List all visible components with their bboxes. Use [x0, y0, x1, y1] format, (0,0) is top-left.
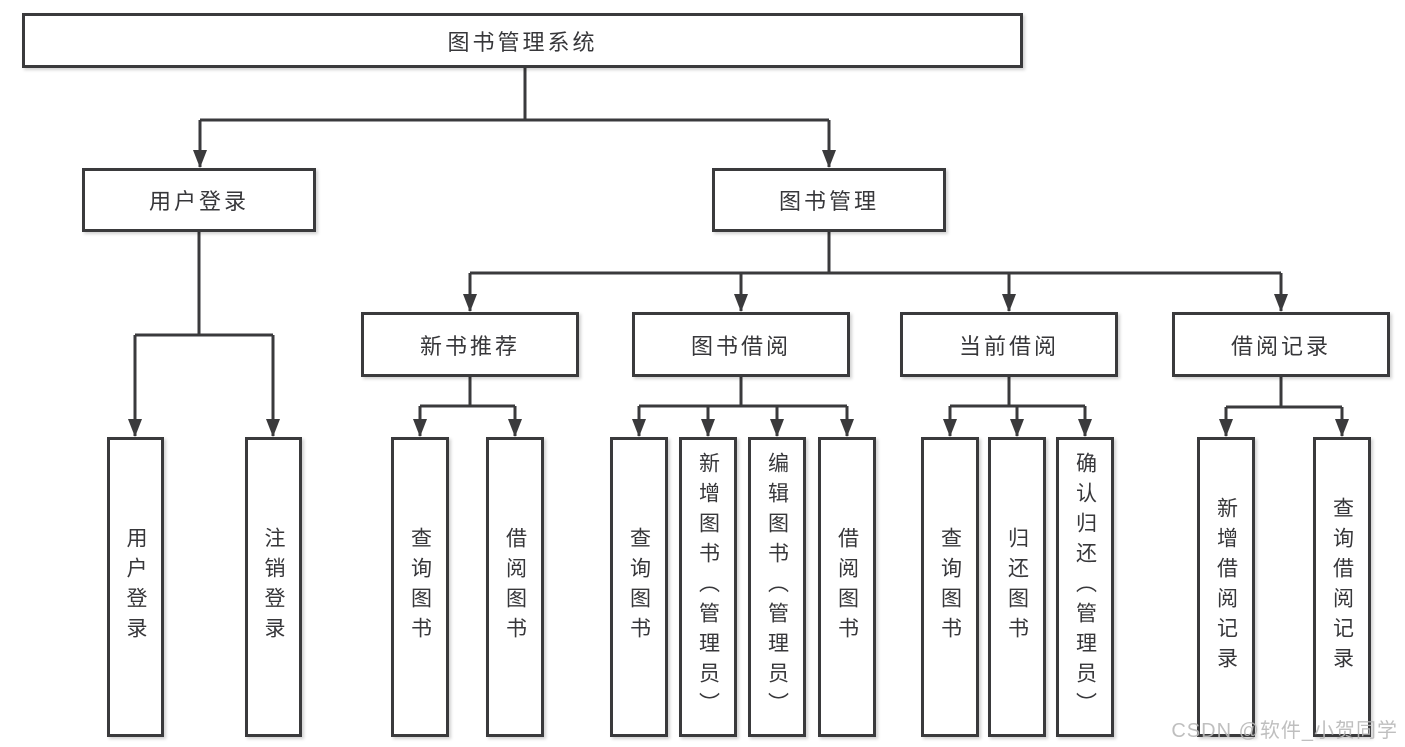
- leaf-logout: 注销登录: [245, 437, 302, 737]
- node-borrow-records: 借阅记录: [1172, 312, 1390, 377]
- node-label: 查询借阅记录: [1330, 497, 1354, 677]
- leaf-current-confirm-return-admin: 确认归还（管理员）: [1056, 437, 1114, 737]
- node-label: 当前借阅: [958, 333, 1059, 359]
- node-new-book-recommend: 新书推荐: [361, 312, 579, 377]
- node-label: 图书管理系统: [447, 29, 598, 55]
- connector-management-split: [470, 232, 1281, 275]
- node-book-management: 图书管理: [712, 168, 946, 232]
- node-label: 查询图书: [408, 527, 432, 647]
- node-label: 新增图书（管理员）: [696, 452, 720, 722]
- leaf-recommend-query-books: 查询图书: [391, 437, 449, 737]
- node-label: 新增借阅记录: [1214, 497, 1238, 677]
- leaf-current-return-books: 归还图书: [988, 437, 1046, 737]
- connector-login-split: [135, 232, 273, 337]
- leaf-current-query-books: 查询图书: [921, 437, 979, 737]
- node-label: 用户登录: [148, 189, 249, 214]
- leaf-borrow-borrow-books: 借阅图书: [818, 437, 876, 737]
- leaf-user-login: 用户登录: [107, 437, 164, 737]
- connector-records-split: [1226, 377, 1342, 409]
- leaf-borrow-edit-books-admin: 编辑图书（管理员）: [748, 437, 806, 737]
- node-current-borrow: 当前借阅: [900, 312, 1118, 377]
- leaf-records-query-record: 查询借阅记录: [1313, 437, 1371, 737]
- node-label: 归还图书: [1005, 527, 1029, 647]
- connector-borrow-split: [639, 377, 847, 408]
- node-label: 新书推荐: [419, 333, 520, 359]
- connector-recommend-split: [420, 377, 515, 408]
- leaf-borrow-query-books: 查询图书: [610, 437, 668, 737]
- node-label: 借阅记录: [1230, 333, 1331, 359]
- node-label: 图书管理: [778, 189, 879, 214]
- node-label: 确认归还（管理员）: [1073, 452, 1097, 722]
- node-label: 查询图书: [627, 527, 651, 647]
- node-label: 查询图书: [938, 527, 962, 647]
- connector-current-split: [950, 377, 1085, 408]
- leaf-recommend-borrow-books: 借阅图书: [486, 437, 544, 737]
- node-label: 借阅图书: [835, 527, 859, 647]
- node-label: 注销登录: [262, 527, 285, 647]
- node-library-system: 图书管理系统: [22, 13, 1023, 68]
- connector-root-split: [200, 68, 829, 122]
- node-label: 用户登录: [124, 527, 147, 647]
- watermark: CSDN @软件_小贺同学: [1171, 720, 1398, 742]
- node-label: 编辑图书（管理员）: [765, 452, 789, 722]
- node-book-borrow: 图书借阅: [632, 312, 850, 377]
- node-label: 借阅图书: [503, 527, 527, 647]
- node-user-login: 用户登录: [82, 168, 316, 232]
- leaf-borrow-add-books-admin: 新增图书（管理员）: [679, 437, 737, 737]
- leaf-records-add-record: 新增借阅记录: [1197, 437, 1255, 737]
- node-label: 图书借阅: [690, 333, 791, 359]
